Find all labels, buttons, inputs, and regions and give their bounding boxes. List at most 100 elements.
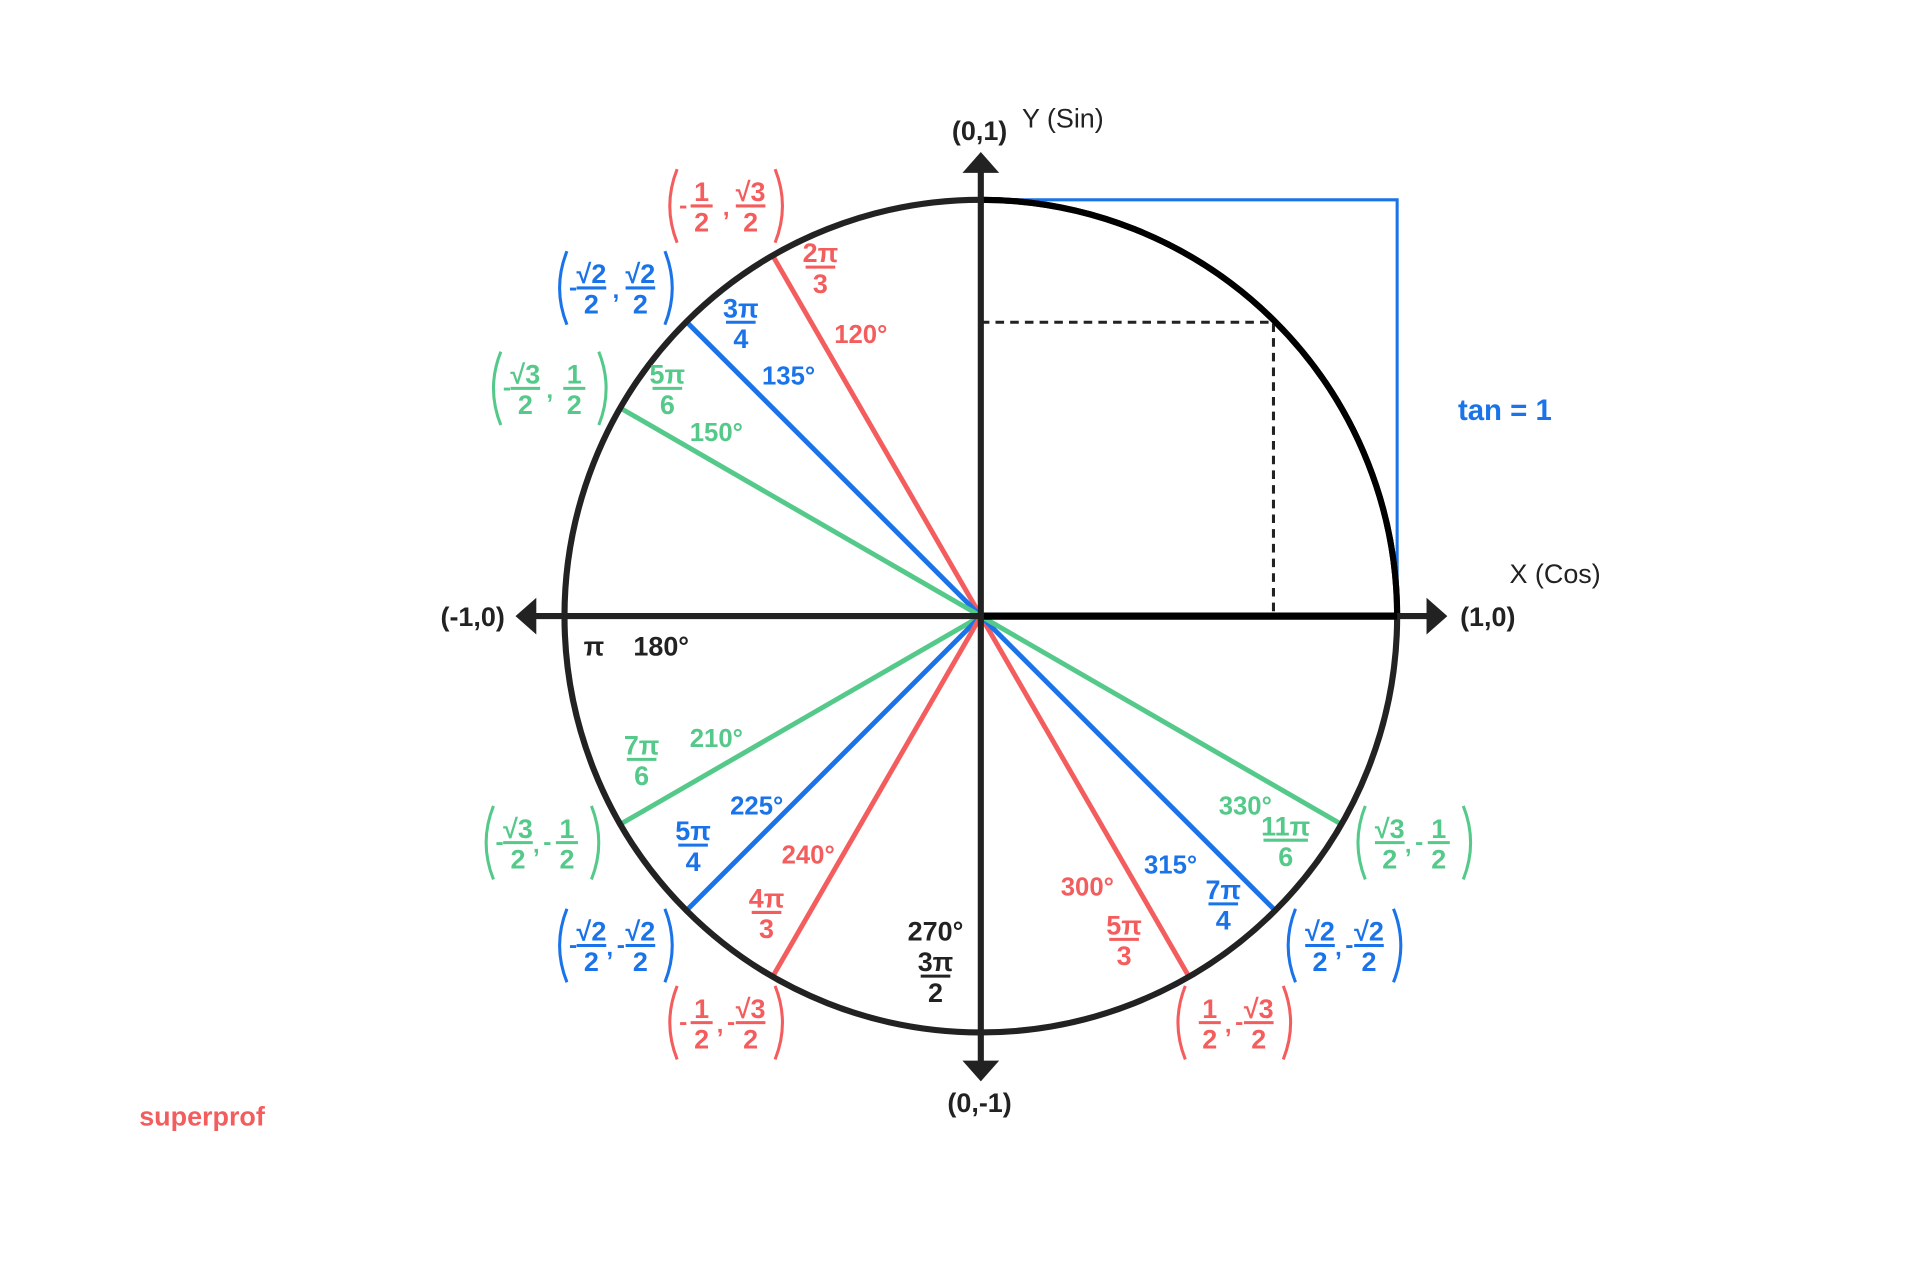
denominator: 2 bbox=[694, 1024, 709, 1054]
denominator: 3 bbox=[1117, 941, 1132, 971]
radian-label-135: 3π4 bbox=[723, 293, 759, 354]
denominator: 2 bbox=[559, 844, 574, 874]
coordinate-pair: 12,-√32 bbox=[1176, 985, 1293, 1060]
right-paren bbox=[773, 985, 784, 1060]
numerator: 3π bbox=[918, 947, 954, 977]
left-paren bbox=[668, 168, 679, 244]
denominator: 2 bbox=[1361, 947, 1376, 977]
x-fraction: √32 bbox=[1375, 814, 1405, 875]
sign: - bbox=[1415, 829, 1423, 856]
spoke-315 bbox=[979, 614, 1277, 913]
comma: , bbox=[613, 277, 620, 304]
comma: , bbox=[1405, 831, 1412, 858]
numerator: 5π bbox=[675, 816, 711, 846]
right-paren bbox=[1392, 908, 1403, 983]
degree-label-330: 330° bbox=[1219, 792, 1272, 820]
sign: - bbox=[569, 274, 577, 301]
arrow-up-icon bbox=[962, 152, 1000, 173]
radian-label-150: 5π6 bbox=[650, 359, 686, 420]
y-fraction: √22 bbox=[626, 259, 656, 320]
sign: - bbox=[727, 1009, 735, 1036]
axis-label-top: (0,1) bbox=[952, 116, 1007, 146]
denominator: 4 bbox=[686, 847, 701, 877]
numerator: 1 bbox=[1431, 814, 1446, 844]
comma: , bbox=[606, 934, 613, 961]
sign: - bbox=[543, 829, 551, 856]
arrow-left-icon bbox=[515, 597, 537, 635]
left-paren bbox=[1176, 985, 1187, 1060]
left-paren bbox=[492, 351, 503, 426]
numerator: √2 bbox=[1305, 917, 1335, 947]
axis-label-bottom: (0,-1) bbox=[947, 1088, 1011, 1118]
comma: , bbox=[1225, 1011, 1232, 1038]
sign: - bbox=[569, 932, 577, 959]
angle-labels: 2π3120°-12,√323π4135°-√22,√225π6150°-√32… bbox=[484, 168, 1473, 1060]
denominator: 2 bbox=[694, 208, 709, 238]
tan-label: tan = 1 bbox=[1458, 394, 1552, 427]
denominator: 2 bbox=[928, 978, 943, 1008]
sign: - bbox=[679, 192, 687, 219]
numerator: √3 bbox=[503, 814, 533, 844]
y-axis-title: Y (Sin) bbox=[1022, 104, 1104, 134]
numerator: 4π bbox=[749, 884, 785, 914]
denominator: 4 bbox=[1216, 906, 1231, 936]
spoke-150 bbox=[619, 405, 983, 619]
x-fraction: √22 bbox=[577, 259, 607, 320]
numerator: √3 bbox=[736, 177, 766, 207]
right-paren bbox=[773, 168, 784, 244]
numerator: √3 bbox=[1375, 814, 1405, 844]
denominator: 2 bbox=[1382, 844, 1397, 874]
numerator: 1 bbox=[1202, 994, 1217, 1024]
spoke-300 bbox=[978, 614, 1192, 978]
x-fraction: 12 bbox=[1198, 994, 1221, 1054]
denominator: 2 bbox=[743, 1024, 758, 1054]
right-paren bbox=[1281, 985, 1293, 1060]
degree-label-240: 240° bbox=[782, 841, 835, 869]
deg-270-label: 270° bbox=[908, 917, 964, 947]
y-fraction: √32 bbox=[736, 177, 766, 238]
radian-label-300: 5π3 bbox=[1106, 910, 1142, 971]
comma: , bbox=[723, 195, 730, 222]
radian-label-315: 7π4 bbox=[1205, 875, 1241, 936]
sign: - bbox=[503, 375, 511, 402]
numerator: √2 bbox=[577, 259, 607, 289]
denominator: 2 bbox=[743, 208, 758, 238]
comma: , bbox=[1335, 934, 1342, 961]
coordinate-pair: -√32,12 bbox=[492, 351, 608, 426]
x-fraction: √32 bbox=[503, 814, 533, 875]
y-fraction: 12 bbox=[1427, 814, 1450, 874]
degree-label-150: 150° bbox=[690, 419, 743, 447]
coordinate-pair: √22,-√22 bbox=[1286, 908, 1403, 983]
right-paren bbox=[1461, 805, 1473, 880]
spoke-135 bbox=[684, 320, 983, 618]
radian-label-240: 4π3 bbox=[749, 884, 785, 945]
denominator: 2 bbox=[510, 844, 525, 874]
projection-dashed-lines bbox=[980, 320, 1275, 617]
numerator: 11π bbox=[1261, 811, 1310, 841]
y-fraction: 12 bbox=[563, 359, 586, 420]
tan-box bbox=[980, 198, 1399, 617]
numerator: 1 bbox=[567, 359, 582, 389]
numerator: √2 bbox=[1354, 917, 1384, 947]
comma: , bbox=[546, 377, 553, 404]
left-paren bbox=[558, 250, 569, 326]
y-fraction: √32 bbox=[736, 994, 766, 1055]
radian-label-120: 2π3 bbox=[803, 238, 839, 299]
numerator: √3 bbox=[736, 994, 766, 1024]
arrow-right-icon bbox=[1426, 597, 1448, 635]
spoke-120 bbox=[770, 254, 983, 618]
spoke-330 bbox=[979, 614, 1343, 827]
denominator: 3 bbox=[813, 269, 828, 299]
numerator: √2 bbox=[626, 917, 656, 947]
right-paren bbox=[597, 351, 608, 426]
angle-spokes bbox=[619, 254, 1343, 978]
denominator: 2 bbox=[584, 290, 599, 320]
right-paren bbox=[590, 805, 601, 880]
